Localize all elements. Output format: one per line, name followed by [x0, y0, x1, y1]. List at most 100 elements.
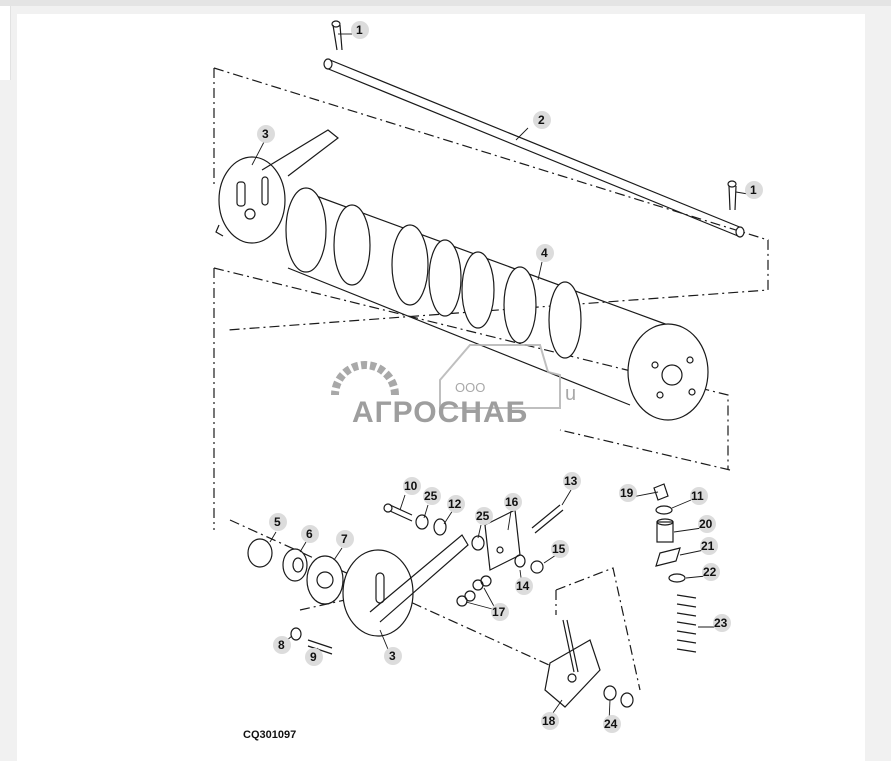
- upper-end-bracket: [215, 129, 339, 244]
- callout-bubble: [301, 525, 319, 543]
- left-panel-stub: [0, 6, 11, 80]
- watermark-prefix: ООО: [455, 380, 485, 395]
- callout-label: 24: [604, 717, 618, 731]
- callout-label: 20: [699, 517, 713, 531]
- washers-24: [603, 685, 634, 708]
- callout-label: 13: [564, 474, 578, 488]
- callout-4: 4: [536, 244, 554, 262]
- bushing-12: [433, 518, 447, 536]
- lower-dash-frame: [213, 267, 729, 530]
- callout-25: 25: [423, 487, 441, 505]
- callout-13: 13: [563, 472, 581, 490]
- callout-bubble: [351, 21, 369, 39]
- cotter-pin-top: [331, 20, 343, 51]
- spring-23: [676, 594, 697, 653]
- callout-label: 3: [262, 127, 269, 141]
- washer-8: [290, 627, 302, 641]
- callout-bubble: [273, 636, 291, 654]
- callout-bubble: [619, 484, 637, 502]
- cotter-pin-right: [727, 180, 737, 211]
- callout-label: 16: [505, 495, 519, 509]
- callout-6: 6: [301, 525, 319, 543]
- callout-bubble: [491, 603, 509, 621]
- callout-label: 8: [278, 638, 285, 652]
- washer-25-a: [415, 514, 429, 530]
- callout-label: 5: [274, 515, 281, 529]
- callout-label: 14: [516, 579, 530, 593]
- watermark-company: АГРОСНАБ: [352, 396, 528, 429]
- callout-7: 7: [336, 530, 354, 548]
- callout-label: 11: [691, 489, 704, 503]
- callout-bubble: [305, 648, 323, 666]
- callout-17: 17: [491, 603, 509, 621]
- callout-22: 22: [702, 563, 720, 581]
- callout-bubble: [515, 577, 533, 595]
- washer-25-b: [471, 535, 485, 551]
- callout-20: 20: [698, 515, 716, 533]
- callout-label: 18: [542, 714, 556, 728]
- bolt-10: [383, 503, 413, 522]
- callout-3: 3: [257, 125, 275, 143]
- callout-label: 4: [541, 246, 548, 260]
- callout-bubble: [745, 181, 763, 199]
- callout-3: 3: [384, 647, 402, 665]
- callout-bubble: [269, 513, 287, 531]
- callout-5: 5: [269, 513, 287, 531]
- watermark-tractor-icon: [439, 344, 561, 409]
- watermark-gear-icon: [331, 361, 399, 396]
- bolt-9: [307, 639, 333, 655]
- callout-bubble: [702, 563, 720, 581]
- callout-label: 21: [701, 539, 715, 553]
- callout-label: 10: [404, 479, 418, 493]
- callout-label: 7: [341, 532, 348, 546]
- callout-16: 16: [504, 493, 522, 511]
- snap-ring: [247, 538, 273, 568]
- callout-bubble: [475, 507, 493, 525]
- exploded-parts-diagram: ООО АГРОСНАБ u 1123410251225161319112021…: [213, 20, 769, 741]
- top-strip: [0, 0, 891, 6]
- plate-21: [655, 547, 681, 567]
- callout-14: 14: [515, 577, 533, 595]
- callout-label: 1: [356, 23, 363, 37]
- callout-label: 15: [552, 542, 566, 556]
- watermark-trailing-char: u: [565, 383, 576, 405]
- shaft: [323, 58, 745, 238]
- nut-19: [653, 483, 669, 501]
- upper-dash-frame: [213, 67, 769, 331]
- callout-15: 15: [551, 540, 569, 558]
- callout-1: 1: [351, 21, 369, 39]
- nut-15: [530, 560, 544, 574]
- callout-bubble: [257, 125, 275, 143]
- bolt-13: [531, 504, 564, 534]
- callout-24: 24: [603, 715, 621, 733]
- callout-bubble: [536, 244, 554, 262]
- callout-2: 2: [533, 111, 551, 129]
- callout-label: 23: [714, 616, 728, 630]
- callout-bubble: [698, 515, 716, 533]
- flange-bearing-housing: [306, 555, 344, 605]
- callout-label: 1: [750, 183, 757, 197]
- callout-bubble: [384, 647, 402, 665]
- callout-label: 25: [424, 489, 438, 503]
- callout-bubble: [603, 715, 621, 733]
- callout-label: 17: [492, 605, 506, 619]
- callout-9: 9: [305, 648, 323, 666]
- tension-plate-18: [544, 619, 601, 708]
- spacer-20: [656, 518, 674, 543]
- callout-19: 19: [619, 484, 637, 502]
- callout-label: 9: [310, 650, 317, 664]
- callout-bubble: [541, 712, 559, 730]
- callout-bubble: [690, 487, 708, 505]
- callout-bubble: [336, 530, 354, 548]
- callout-25: 25: [475, 507, 493, 525]
- callout-bubble: [447, 495, 465, 513]
- callout-bubble: [403, 477, 421, 495]
- watermark: ООО АГРОСНАБ u: [331, 344, 576, 429]
- lower-end-bracket: [342, 534, 469, 637]
- callout-label: 6: [306, 527, 313, 541]
- roller-drum: [285, 187, 709, 421]
- callout-1: 1: [745, 181, 763, 199]
- callout-label: 25: [476, 509, 490, 523]
